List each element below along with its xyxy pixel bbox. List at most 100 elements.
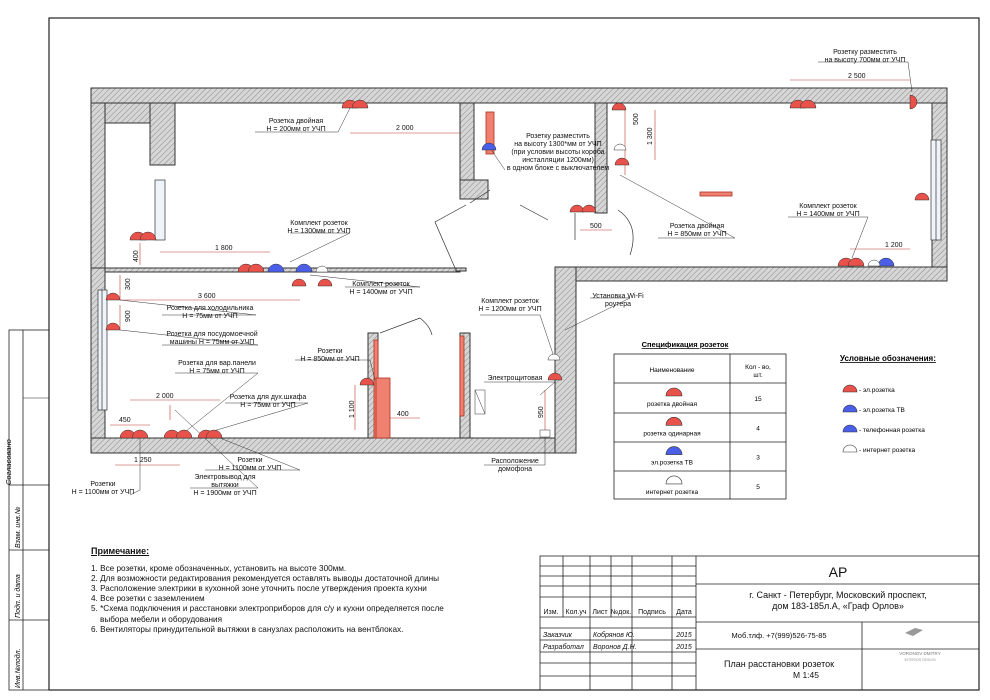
dim-2000-top: 2 000 (396, 125, 414, 132)
label-kit-1-b: Н = 1400мм от УЧП (796, 211, 859, 218)
label-double-1-b: Н = 200мм от УЧП (266, 126, 325, 133)
stamp-col-doc: №док. (611, 609, 632, 616)
notes-block: Примечание: 1. Все розетки, кроме обозна… (91, 546, 511, 635)
label-wifi-a: Установка Wi-Fi (592, 293, 644, 300)
label-mid-5: в одном блоке с выключателем (507, 164, 609, 172)
designer-logo: VORONOV DMITRY INTERIOR DESIGN (899, 628, 941, 662)
label-kit-4-b: Н = 1200мм от УЧП (478, 306, 541, 313)
label-kit-3-b: Н = 1400мм от УЧП (349, 289, 412, 296)
note-item: 1. Все розетки, кроме обозначенных, уста… (91, 564, 347, 574)
spec-row-qty: 15 (754, 396, 762, 403)
label-kit-1-a: Комплект розеток (799, 203, 857, 210)
label-hob-a: Розетка для вар.панели (178, 360, 256, 367)
spec-row-name: интернет розетка (646, 489, 699, 496)
stamp-phone: Моб.тлф. +7(999)526-75-85 (731, 631, 826, 640)
dim-1100: 1 100 (349, 400, 356, 418)
label-mid-4: инсталляции 1200мм) (522, 157, 594, 164)
note-item: выбора мебели и оборудования (100, 614, 223, 624)
dim-1300: 1 300 (647, 127, 654, 145)
label-fridge-a: Розетка для холодильника (167, 305, 254, 312)
title-block-texts: АР г. Санкт - Петербург, Московский прос… (543, 564, 941, 680)
label-hood-c: Н = 1900мм от УЧП (193, 490, 256, 497)
note-item: 2. Для возможности редактирования рекоме… (91, 574, 440, 584)
stamp-code: АР (829, 564, 848, 580)
stamp-col-date: Дата (676, 609, 692, 616)
stamp-address-1: г. Санкт - Петербург, Московский проспек… (749, 590, 926, 600)
dim-2500: 2 500 (848, 73, 866, 80)
tiled-areas (373, 111, 733, 439)
logo-line-2: INTERIOR DESIGN (904, 658, 936, 662)
stamp-name-2: Воронов Д.Н. (593, 644, 637, 651)
legend-item-label: - эл.розетка (859, 387, 895, 394)
label-dishwasher-b: машины Н = 75мм от УЧП (170, 339, 255, 346)
spec-row-socket-icon (665, 475, 683, 485)
dimension-texts: 2 500 2 000 500 1 300 500 1 200 1 800 40… (119, 73, 903, 464)
legend-item-label: - эл.розетка ТВ (859, 407, 905, 414)
legend-item: - эл.розетка (842, 384, 895, 394)
spec-row-socket-icon (665, 387, 683, 397)
side-stamp-sign-date: Подп. и дата (14, 574, 22, 618)
legend-item: - интернет розетка (842, 444, 916, 454)
note-item: 5. *Схема подключения и расстановки элек… (91, 604, 444, 614)
side-stamp-inv-replace: Взам. инв.№ (15, 506, 22, 548)
label-double-2-b: Н = 850мм от УЧП (667, 231, 726, 238)
label-sock1100b-b: Н = 1100мм от УЧП (219, 465, 282, 472)
spec-header-name: Наименование (649, 367, 694, 374)
dim-300: 300 (125, 278, 132, 290)
stamp-year-1: 2015 (675, 632, 692, 639)
note-item: 3. Расположение электрики в кухонной зон… (91, 584, 427, 594)
dim-1250: 1 250 (134, 457, 152, 464)
stamp-col-list: Лист (592, 609, 608, 616)
label-sock1100a-a: Розетки (90, 481, 115, 488)
plan-annotations: Розетку разместить на высоту 700мм от УЧ… (72, 49, 906, 497)
label-kit-2-b: Н = 1300мм от УЧП (287, 228, 350, 235)
stamp-col-sign: Подпись (638, 609, 666, 616)
label-top-right-1: Розетку разместить (833, 49, 897, 56)
spec-row-socket-icon (665, 417, 683, 426)
spec-row-name: розетка двойная (647, 400, 697, 408)
label-kit-2-a: Комплект розеток (290, 220, 348, 227)
label-sock850-a: Розетки (317, 348, 342, 355)
dim-3600: 3 600 (198, 293, 216, 300)
side-stamp-approved: Согласовано (4, 439, 13, 485)
stamp-role-1: Заказчик (543, 632, 573, 639)
dim-450: 450 (119, 417, 131, 424)
spec-row-name: розетка одинарная (643, 430, 701, 437)
dim-500-mid: 500 (590, 223, 602, 230)
spec-row: розетка двойная 15 (647, 387, 762, 408)
dim-400-left: 400 (133, 250, 140, 262)
label-mid-3: (при условии высоты короба (511, 148, 604, 156)
stamp-address-2: дом 183-185л.А, «Граф Орлов» (772, 601, 904, 611)
spec-row-socket-icon (665, 446, 683, 455)
notes-heading: Примечание: (91, 546, 150, 556)
legend-socket-icon (842, 384, 858, 393)
label-sock850-b: Н = 850мм от УЧП (300, 356, 359, 363)
label-intercom-b: домофона (498, 466, 532, 473)
side-stamp: Согласовано Взам. инв.№ Подп. и дата Инв… (4, 329, 50, 691)
spec-row-qty: 5 (756, 484, 760, 491)
label-dishwasher-a: Розетка для посудомоечной (166, 330, 257, 338)
label-sock1100a-b: Н = 1100мм от УЧП (72, 489, 135, 496)
legend-item: - эл.розетка ТВ (842, 404, 905, 414)
dim-1200: 1 200 (885, 242, 903, 249)
label-kit-4-a: Комплект розеток (481, 298, 539, 305)
label-sock1100b-a: Розетки (237, 457, 262, 464)
legend-item-label: - интернет розетка (859, 447, 916, 454)
label-oven-a: Розетка для дух.шкафа (230, 394, 307, 401)
label-panel: Электрощитовая (488, 375, 543, 382)
spec-row: интернет розетка 5 (646, 475, 760, 496)
dim-500-top: 500 (633, 113, 640, 125)
title-block (539, 555, 980, 691)
stamp-col-izm: Изм. (544, 609, 559, 616)
label-kit-3-a: Комплект розеток (352, 281, 410, 288)
label-fridge-b: Н = 75мм от УЧП (182, 313, 237, 320)
note-item: 6. Вентиляторы принудительной вытяжки в … (91, 624, 404, 634)
leader-lines (119, 61, 913, 496)
legend-title: Условные обозначения: (840, 354, 936, 363)
spec-table: Спецификация розеток Наименование Кол - … (613, 340, 787, 500)
legend: Условные обозначения: - эл.розетка - эл.р… (840, 354, 936, 454)
dim-1800: 1 800 (215, 245, 233, 252)
spec-title: Спецификация розеток (642, 340, 729, 349)
legend-items: - эл.розетка- эл.розетка ТВ- телефонная … (842, 384, 925, 454)
